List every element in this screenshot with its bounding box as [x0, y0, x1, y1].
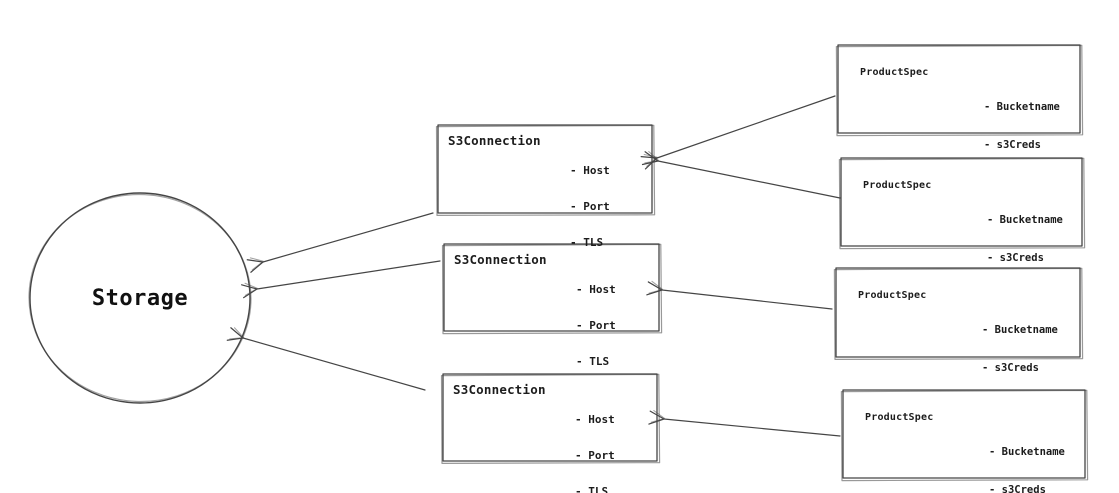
attribute: - Host — [576, 283, 616, 296]
node-title: ProductSpec — [865, 412, 934, 423]
productspec-box-1 — [835, 44, 1084, 137]
node-attributes: - Host - Port - TLS — [576, 260, 616, 392]
arrow-productspec1-to-s3connection1 — [640, 95, 836, 170]
attribute: - TLS — [570, 236, 604, 249]
node-s3connection-3[interactable]: S3Connection - Host - Port - TLS — [443, 374, 657, 493]
attribute: - Bucketname — [987, 214, 1063, 226]
arrow-s3connection2-to-storage — [241, 260, 441, 299]
node-attributes: - Host - Port - TLS — [575, 390, 615, 493]
node-title: S3Connection — [454, 252, 547, 267]
attribute: - Host — [570, 164, 610, 177]
node-productspec-4[interactable]: ProductSpec - Bucketname - s3Creds — [843, 390, 1085, 493]
node-productspec-2[interactable]: ProductSpec - Bucketname - s3Creds — [841, 158, 1082, 264]
node-productspec-1[interactable]: ProductSpec - Bucketname - s3Creds — [838, 45, 1080, 151]
attribute: - Port — [575, 449, 615, 462]
node-attributes: - Host - Port - TLS — [570, 141, 610, 273]
attribute: - TLS — [576, 355, 610, 368]
attribute: - s3Creds — [982, 361, 1039, 374]
attribute: - Port — [570, 200, 610, 213]
node-attributes: - Bucketname - s3Creds — [987, 189, 1063, 289]
arrow-productspec2-to-s3connection1 — [641, 150, 841, 199]
storage-label: Storage — [91, 285, 189, 311]
attribute: - Bucketname — [982, 324, 1058, 336]
attribute: - Bucketname — [989, 446, 1065, 458]
arrow-productspec4-to-s3connection3 — [648, 409, 841, 437]
productspec-box-4 — [840, 389, 1089, 482]
node-title: S3Connection — [448, 133, 541, 148]
attribute: - Host — [575, 413, 615, 426]
attribute: - Port — [576, 319, 616, 332]
attribute: - s3Creds — [987, 251, 1044, 264]
attribute: - s3Creds — [989, 483, 1046, 493]
node-storage[interactable]: Storage — [30, 193, 250, 403]
productspec-box-3 — [833, 267, 1084, 360]
node-attributes: - Bucketname - s3Creds — [989, 421, 1065, 493]
arrow-s3connection3-to-storage — [226, 327, 426, 391]
node-title: ProductSpec — [858, 290, 927, 301]
node-attributes: - Bucketname - s3Creds — [982, 299, 1058, 399]
arrow-s3connection1-to-storage — [246, 212, 434, 273]
node-title: ProductSpec — [863, 180, 932, 191]
node-productspec-3[interactable]: ProductSpec - Bucketname - s3Creds — [836, 268, 1080, 374]
node-title: S3Connection — [453, 382, 546, 397]
node-attributes: - Bucketname - s3Creds — [984, 76, 1060, 176]
productspec-box-2 — [838, 157, 1086, 250]
node-s3connection-2[interactable]: S3Connection - Host - Port - TLS — [444, 244, 659, 368]
attribute: - s3Creds — [984, 138, 1041, 151]
node-s3connection-1[interactable]: S3Connection - Host - Port - TLS — [438, 125, 652, 249]
attribute: - TLS — [575, 485, 609, 493]
attribute: - Bucketname — [984, 101, 1060, 113]
arrow-productspec3-to-s3connection2 — [646, 280, 833, 310]
node-title: ProductSpec — [860, 67, 929, 78]
